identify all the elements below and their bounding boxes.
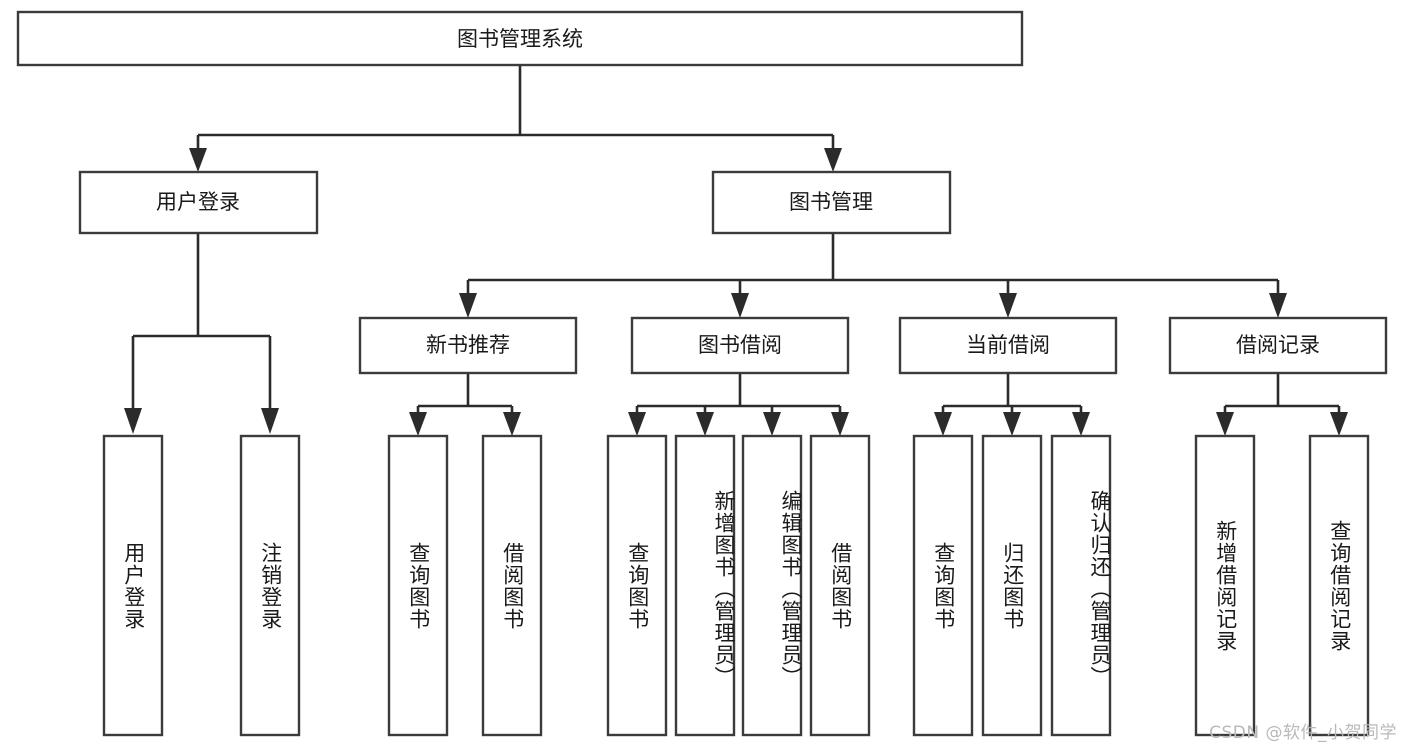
arrow-head-icon <box>124 408 142 434</box>
arrow-head-icon <box>1216 412 1234 436</box>
arrow-head-icon <box>763 412 781 436</box>
node-current-borrow[interactable]: 当前借阅 <box>898 316 1118 375</box>
connector-bookborrow-to-leaves <box>628 373 849 436</box>
connector-newbook-to-leaves <box>409 373 521 436</box>
node-leaf-add-record[interactable] <box>1194 434 1256 737</box>
node-leaf-add-book[interactable] <box>674 434 736 737</box>
node-leaf-return-book[interactable] <box>981 434 1043 737</box>
node-leaf-query-record[interactable] <box>1308 434 1370 737</box>
node-book-borrow[interactable]: 图书借阅 <box>630 316 850 375</box>
node-borrow-record-label: 借阅记录 <box>1236 333 1320 357</box>
node-book-borrow-label: 图书借阅 <box>698 333 782 357</box>
arrow-head-icon <box>1330 412 1348 436</box>
arrow-head-icon <box>696 412 714 436</box>
node-root-label: 图书管理系统 <box>457 27 583 51</box>
arrow-head-icon <box>1269 293 1287 318</box>
connector-root-to-level2 <box>189 65 842 172</box>
node-user-login[interactable]: 用户登录 <box>78 170 319 235</box>
node-root[interactable]: 图书管理系统 <box>16 10 1024 67</box>
arrow-head-icon <box>824 148 842 172</box>
node-leaf-user-login[interactable] <box>102 434 164 737</box>
arrow-head-icon <box>503 412 521 436</box>
node-leaf-query-book-2[interactable] <box>606 434 668 737</box>
arrow-head-icon <box>189 148 207 172</box>
node-new-book-recommend-label: 新书推荐 <box>426 333 510 357</box>
connector-bookmanage-to-level3 <box>459 233 1287 318</box>
node-leaf-borrow-book-1[interactable] <box>481 434 543 737</box>
arrow-head-icon <box>731 293 749 318</box>
node-borrow-record[interactable]: 借阅记录 <box>1168 316 1388 375</box>
node-leaf-confirm-return[interactable] <box>1050 434 1112 737</box>
node-leaf-query-book-3[interactable] <box>912 434 974 737</box>
arrow-head-icon <box>1072 412 1090 436</box>
node-leaf-query-book-1[interactable] <box>387 434 449 737</box>
arrow-head-icon <box>1003 412 1021 436</box>
arrow-head-icon <box>459 293 477 318</box>
arrow-head-icon <box>628 412 646 436</box>
node-book-manage-label: 图书管理 <box>789 190 873 214</box>
node-leaf-borrow-book-2[interactable] <box>809 434 871 737</box>
arrow-head-icon <box>999 293 1017 318</box>
arrow-head-icon <box>934 412 952 436</box>
watermark-text: CSDN @软件_小贺同学 <box>1209 723 1397 743</box>
node-new-book-recommend[interactable]: 新书推荐 <box>358 316 578 375</box>
arrow-head-icon <box>831 412 849 436</box>
node-leaf-edit-book[interactable] <box>741 434 803 737</box>
arrow-head-icon <box>261 408 279 434</box>
connector-borrowrecord-to-leaves <box>1216 373 1348 436</box>
connector-currentborrow-to-leaves <box>934 373 1090 436</box>
node-book-manage[interactable]: 图书管理 <box>711 170 952 235</box>
node-user-login-label: 用户登录 <box>156 190 240 214</box>
connector-userlogin-to-leaves <box>124 233 279 434</box>
node-leaf-logout[interactable] <box>239 434 301 737</box>
arrow-head-icon <box>409 412 427 436</box>
node-current-borrow-label: 当前借阅 <box>966 333 1050 357</box>
